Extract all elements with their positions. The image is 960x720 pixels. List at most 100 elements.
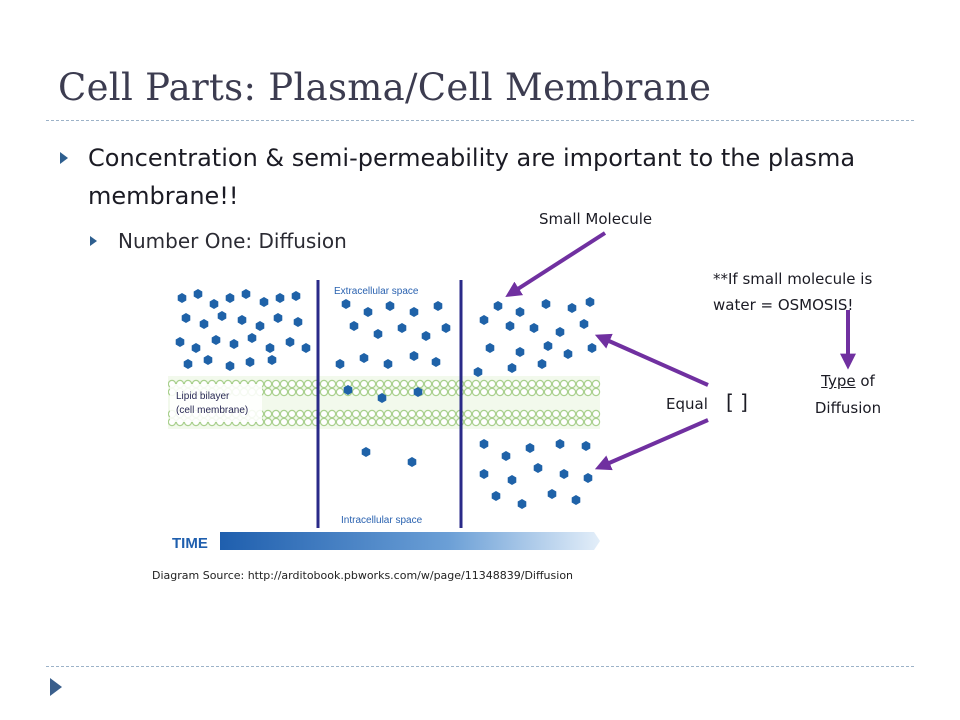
molecule-69 (555, 439, 565, 449)
molecule-33 (349, 321, 359, 331)
small-molecule-label: Small Molecule (539, 210, 653, 228)
equal-arrow-upper (594, 333, 709, 387)
molecule-54 (515, 347, 525, 357)
molecule-42 (431, 357, 441, 367)
molecule-26 (245, 357, 255, 367)
molecules (175, 289, 597, 509)
molecule-6 (275, 293, 285, 303)
time-bar (220, 532, 600, 550)
molecule-70 (581, 441, 591, 451)
bracket-symbol: [ ] (726, 390, 748, 414)
molecule-73 (533, 463, 543, 473)
molecule-32 (433, 301, 443, 311)
molecule-7 (291, 291, 301, 301)
molecule-15 (175, 337, 185, 347)
molecule-36 (421, 331, 431, 341)
molecule-64 (361, 447, 371, 457)
molecule-45 (541, 299, 551, 309)
sub-bullet-arrow-icon (90, 236, 97, 246)
molecule-14 (293, 317, 303, 327)
molecule-24 (203, 355, 213, 365)
molecule-74 (559, 469, 569, 479)
molecule-59 (507, 363, 517, 373)
sub-bullet-text: Number One: Diffusion (118, 229, 347, 253)
molecule-46 (567, 303, 577, 313)
small-molecule-arrow (505, 231, 607, 298)
molecule-38 (335, 359, 345, 369)
type-word: Type (821, 372, 856, 390)
molecule-12 (255, 321, 265, 331)
molecule-25 (225, 361, 235, 371)
molecule-55 (543, 341, 553, 351)
osmosis-note-line1: **If small molecule is (713, 270, 873, 288)
time-label: TIME (172, 535, 208, 552)
molecule-21 (285, 337, 295, 347)
molecule-17 (211, 335, 221, 345)
molecule-52 (579, 319, 589, 329)
molecule-0 (177, 293, 187, 303)
molecule-3 (225, 293, 235, 303)
molecule-20 (265, 343, 275, 353)
molecule-29 (363, 307, 373, 317)
corner-arrow-icon (50, 678, 62, 696)
osmosis-note-line2: water = OSMOSIS! (713, 296, 854, 314)
molecule-8 (181, 313, 191, 323)
molecule-76 (491, 491, 501, 501)
molecule-27 (267, 355, 277, 365)
molecule-77 (517, 499, 527, 509)
molecule-66 (479, 439, 489, 449)
molecule-68 (525, 443, 535, 453)
molecule-65 (407, 457, 417, 467)
molecule-30 (385, 301, 395, 311)
molecule-9 (199, 319, 209, 329)
molecule-50 (529, 323, 539, 333)
molecule-51 (555, 327, 565, 337)
molecule-63 (413, 387, 423, 397)
molecule-43 (493, 301, 503, 311)
molecule-72 (507, 475, 517, 485)
molecule-28 (341, 299, 351, 309)
equal-arrow-lower (594, 418, 709, 471)
molecule-4 (241, 289, 251, 299)
molecule-37 (441, 323, 451, 333)
molecule-71 (479, 469, 489, 479)
lipid-label-backdrop (170, 384, 262, 422)
title-divider (46, 120, 914, 121)
diagram-source: Diagram Source: http://arditobook.pbwork… (152, 569, 574, 582)
molecule-10 (217, 311, 227, 321)
molecule-56 (563, 349, 573, 359)
molecule-2 (209, 299, 219, 309)
molecule-67 (501, 451, 511, 461)
bullet-text: Concentration & semi-permeability are im… (88, 144, 856, 210)
molecule-79 (571, 495, 581, 505)
lipid-label-line2: (cell membrane) (176, 405, 248, 416)
molecule-57 (587, 343, 597, 353)
molecule-22 (301, 343, 311, 353)
molecule-1 (193, 289, 203, 299)
diffusion-diagram: Extracellular space Intracellular space … (168, 280, 601, 552)
type-line2: Diffusion (814, 399, 882, 417)
slide-title: Cell Parts: Plasma/Cell Membrane (58, 66, 712, 109)
molecule-75 (583, 473, 593, 483)
molecule-31 (409, 307, 419, 317)
lipid-label-line1: Lipid bilayer (176, 391, 230, 402)
type-rest: of (855, 372, 875, 390)
molecule-41 (409, 351, 419, 361)
molecule-16 (191, 343, 201, 353)
bullet-arrow-icon (60, 152, 68, 164)
molecule-47 (585, 297, 595, 307)
extracellular-label: Extracellular space (334, 286, 419, 297)
molecule-35 (397, 323, 407, 333)
molecule-13 (273, 313, 283, 323)
molecule-62 (377, 393, 387, 403)
molecule-39 (359, 353, 369, 363)
footer-divider (46, 666, 914, 667)
molecule-18 (229, 339, 239, 349)
equal-label: Equal (666, 395, 708, 413)
molecule-58 (473, 367, 483, 377)
molecule-53 (485, 343, 495, 353)
molecule-48 (479, 315, 489, 325)
molecule-19 (247, 333, 257, 343)
type-of-diffusion-label: Type of Diffusion (803, 368, 893, 422)
